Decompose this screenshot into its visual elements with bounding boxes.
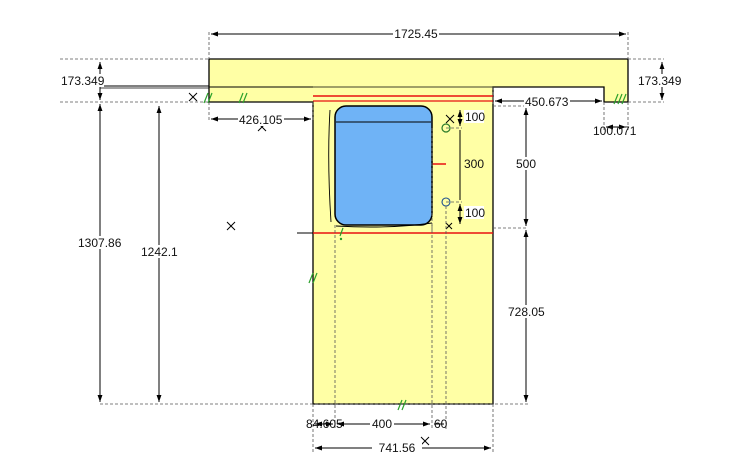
hatch-mark-icon	[238, 92, 248, 104]
label-hole-top: 100	[465, 110, 485, 124]
label-sink-width: 400	[372, 417, 392, 431]
hatch-mark-icon	[613, 93, 627, 105]
hatch-mark-icon	[339, 227, 344, 237]
label-bottom-right: 60	[434, 417, 448, 431]
label-total-width: 1725.45	[394, 27, 438, 41]
label-inner-height: 1242.1	[141, 245, 178, 259]
label-left-height: 173.349	[61, 74, 105, 88]
hatch-marks	[203, 92, 627, 411]
label-hole-bottom: 100	[465, 206, 485, 220]
sink-sketch-line	[335, 222, 433, 228]
label-right-height: 173.349	[638, 74, 682, 88]
label-bottom-left: 84.605	[306, 417, 343, 431]
sink-sketch-line	[328, 109, 332, 223]
cross-marker-icon	[445, 222, 453, 230]
label-upper-height: 500	[516, 157, 536, 171]
cross-marker-icon	[226, 221, 236, 231]
sink-cutout	[328, 105, 433, 228]
sink-bowl	[334, 105, 433, 226]
hatch-mark-icon	[308, 272, 318, 284]
hatch-mark-icon	[397, 399, 407, 411]
cross-marker-icon	[445, 114, 455, 124]
reference-dot	[339, 237, 343, 241]
extension-lines	[60, 32, 664, 452]
label-overall-height: 1307.86	[78, 236, 122, 250]
dimension-labels: 1725.45 173.349 173.349 426.105 450.673 …	[60, 27, 684, 455]
label-left-section: 426.105	[239, 113, 283, 127]
cross-marker-icon	[420, 436, 430, 446]
cross-marker-icon	[188, 92, 198, 102]
label-bottom-width: 741.56	[379, 441, 416, 455]
hatch-mark-icon	[203, 92, 213, 104]
label-lower-height: 728.05	[508, 305, 545, 319]
circle-hole-icon	[441, 123, 451, 133]
cross-markers	[188, 92, 455, 446]
label-right-end: 100.071	[593, 124, 637, 138]
label-sink-zone: 300	[464, 157, 484, 171]
label-right-section: 450.673	[525, 95, 569, 109]
countertop-shape	[100, 58, 629, 405]
